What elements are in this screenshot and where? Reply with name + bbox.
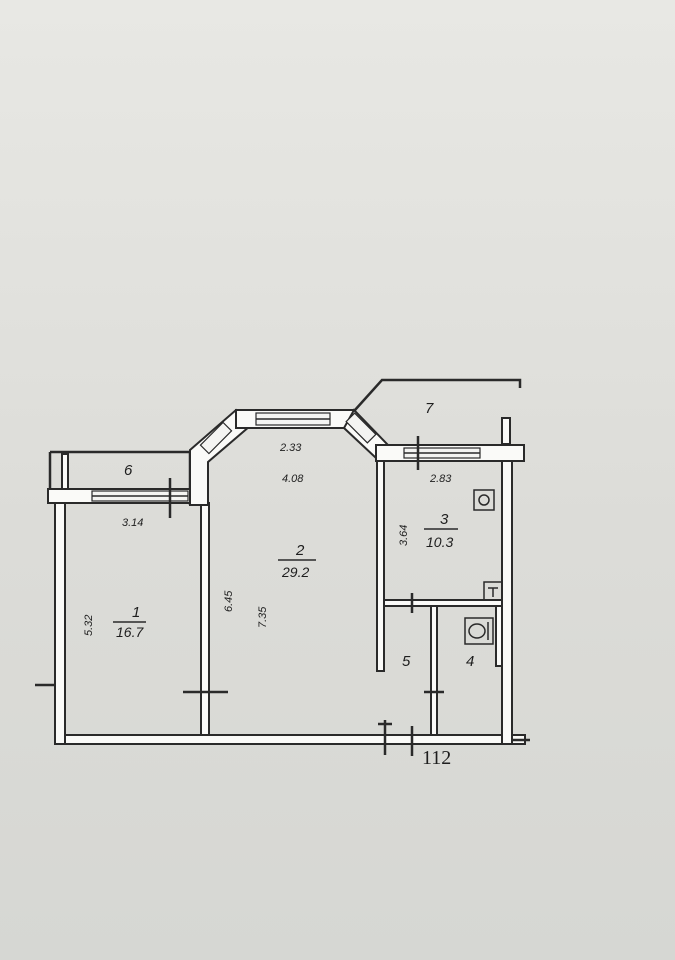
dim-room2-window: 2.33: [279, 442, 302, 454]
room-3-area: 10.3: [426, 534, 453, 550]
dim-room2-width: 4.08: [282, 473, 304, 485]
dim-room1-length: 5.32: [83, 615, 95, 636]
sheet-number: 112: [422, 747, 451, 769]
washbasin-icon: [473, 489, 495, 511]
balcony-7-outline: [354, 378, 522, 411]
room-5-label: 5: [402, 653, 411, 670]
room-2-label: 2: [295, 542, 305, 559]
wall-room1-room2: [200, 502, 210, 736]
dim-room1-width: 3.14: [122, 517, 143, 529]
room-1-area: 16.7: [116, 624, 144, 640]
room-1-label: 1: [132, 604, 140, 621]
toilet-icon: [464, 617, 494, 645]
dim-room2-left-length: 6.45: [223, 590, 235, 612]
room-6-label: 6: [124, 462, 133, 479]
dim-room3-length: 3.64: [398, 525, 410, 546]
room-2-area: 29.2: [281, 564, 309, 580]
wall-room5-room4: [430, 605, 438, 736]
wall-room3-left: [376, 460, 385, 672]
wall-right: [501, 460, 513, 745]
dim-room2-length: 7.35: [257, 606, 269, 628]
dim-room3-width: 2.83: [429, 473, 452, 485]
wall-left: [54, 499, 66, 745]
wall-room3-bottom: [383, 599, 503, 607]
room-7-label: 7: [425, 400, 434, 417]
room-4-label: 4: [466, 653, 474, 670]
wall-bottom: [54, 734, 526, 745]
bathtub-icon: [483, 581, 503, 601]
room-3-label: 3: [440, 511, 449, 528]
